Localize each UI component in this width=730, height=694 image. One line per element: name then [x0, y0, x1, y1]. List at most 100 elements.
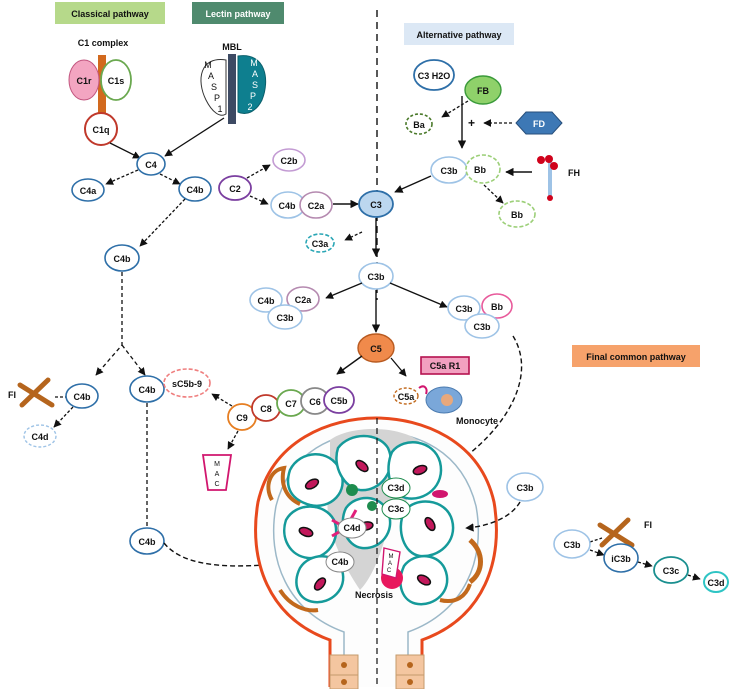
c5a-r1-receptor: C5a R1 — [420, 356, 470, 375]
svg-text:C3b: C3b — [455, 304, 473, 314]
c3a-node: C3a — [305, 233, 335, 253]
svg-text:C2: C2 — [229, 184, 241, 194]
svg-text:M: M — [389, 554, 394, 560]
fb-node: FB — [464, 75, 502, 105]
svg-text:C9: C9 — [236, 413, 248, 423]
c3d-label-glom: C3d — [381, 477, 411, 499]
c2b-node: C2b — [272, 148, 306, 172]
svg-text:C7: C7 — [285, 399, 297, 409]
c5b-c9-chain: C9 C8 C7 C6 C5b — [227, 386, 355, 431]
mac-glom: M A C — [381, 547, 401, 579]
svg-text:C4b: C4b — [138, 537, 156, 547]
c3b-node-center: C3b — [358, 262, 394, 290]
svg-text:FD: FD — [533, 119, 545, 129]
svg-text:Bb: Bb — [511, 210, 523, 220]
c3d-node: C3d — [703, 571, 729, 593]
plus-sign: + — [468, 116, 475, 130]
c4b-node-2: C4b — [104, 244, 140, 272]
svg-text:M: M — [250, 58, 258, 68]
monocyte-cell: Monocyte — [418, 385, 498, 426]
c4b-label-glom: C4b — [325, 551, 355, 573]
svg-text:P: P — [250, 91, 256, 101]
svg-text:C3b: C3b — [440, 166, 458, 176]
classical-pathway-header: Classical pathway — [55, 2, 165, 24]
svg-text:C3 H2O: C3 H2O — [418, 71, 451, 81]
svg-text:FI: FI — [644, 520, 652, 530]
mbl-label: MBL — [222, 42, 242, 52]
svg-text:Monocyte: Monocyte — [456, 416, 498, 426]
c1s-node: C1s — [100, 59, 132, 101]
necrosis-label: Necrosis — [355, 590, 393, 600]
svg-text:C: C — [387, 568, 392, 574]
svg-text:Bb: Bb — [474, 165, 486, 175]
svg-text:Alternative pathway: Alternative pathway — [416, 30, 501, 40]
c5-node: C5 — [357, 333, 395, 363]
svg-text:A: A — [388, 561, 392, 567]
c4-node: C4 — [136, 152, 166, 176]
svg-text:C4: C4 — [145, 160, 157, 170]
svg-text:C3d: C3d — [707, 578, 724, 588]
c4b-node-5: C4b — [129, 527, 165, 555]
svg-text:Final common pathway: Final common pathway — [586, 352, 686, 362]
svg-text:FH: FH — [568, 168, 580, 178]
c3b-node-fi: C3b — [553, 529, 591, 559]
c2-node: C2 — [218, 175, 252, 201]
sc5b9-node: sC5b-9 — [163, 368, 211, 398]
svg-text:C4b: C4b — [73, 392, 91, 402]
c4d-node: C4d — [23, 424, 57, 448]
svg-text:C4a: C4a — [80, 186, 98, 196]
svg-text:C6: C6 — [309, 397, 321, 407]
lectin-pathway-header: Lectin pathway — [192, 2, 284, 24]
svg-text:iC3b: iC3b — [611, 554, 631, 564]
c4b-node-1: C4b — [178, 176, 212, 202]
c3-h2o-node: C3 H2O — [413, 59, 455, 91]
svg-text:M: M — [214, 461, 220, 468]
svg-text:C5a: C5a — [398, 392, 416, 402]
svg-text:C3b: C3b — [516, 483, 534, 493]
svg-text:C8: C8 — [260, 404, 272, 414]
svg-text:C: C — [214, 481, 219, 488]
svg-text:C2a: C2a — [308, 201, 326, 211]
masp1-node: M A S P 1 — [200, 59, 227, 116]
svg-text:M: M — [204, 60, 212, 70]
svg-text:C4b: C4b — [138, 385, 156, 395]
svg-text:FB: FB — [477, 86, 489, 96]
svg-text:C3b: C3b — [563, 540, 581, 550]
svg-text:C4b: C4b — [186, 185, 204, 195]
c1r-node: C1r — [68, 59, 100, 101]
c3bbb3b-complex: C3b Bb C3b — [447, 293, 513, 339]
fi-enzyme-left: FI — [8, 377, 55, 408]
c4a-node: C4a — [71, 178, 105, 202]
svg-text:C1q: C1q — [92, 125, 109, 135]
svg-text:C4d: C4d — [31, 432, 48, 442]
svg-text:sC5b-9: sC5b-9 — [172, 379, 202, 389]
svg-text:P: P — [214, 93, 220, 103]
svg-text:C5b: C5b — [330, 396, 348, 406]
c3bbb-convertase: C3b Bb — [430, 154, 501, 184]
c3c-label-glom: C3c — [381, 498, 411, 520]
svg-text:C2b: C2b — [280, 156, 298, 166]
svg-text:FI: FI — [8, 390, 16, 400]
svg-text:C3b: C3b — [367, 272, 385, 282]
c4b-node-3: C4b — [65, 383, 99, 409]
c4b-node-4: C4b — [129, 375, 165, 403]
svg-text:C4b: C4b — [331, 557, 349, 567]
c5a-node: C5a — [393, 387, 419, 405]
svg-text:S: S — [252, 80, 258, 90]
svg-text:Lectin pathway: Lectin pathway — [205, 9, 270, 19]
svg-text:1: 1 — [217, 104, 222, 114]
svg-text:C4d: C4d — [343, 523, 360, 533]
c4d-label-glom: C4d — [337, 517, 367, 539]
svg-text:C3: C3 — [370, 200, 382, 210]
svg-text:A: A — [252, 69, 258, 79]
ba-node: Ba — [405, 113, 433, 135]
glomerulus-illustration — [254, 416, 498, 690]
svg-text:C4b: C4b — [257, 296, 275, 306]
c3c-node: C3c — [653, 556, 689, 584]
svg-text:Ba: Ba — [413, 120, 425, 130]
final-common-pathway-header: Final common pathway — [572, 345, 700, 367]
svg-text:Classical pathway: Classical pathway — [71, 9, 149, 19]
fh-factor: FH — [537, 155, 580, 201]
